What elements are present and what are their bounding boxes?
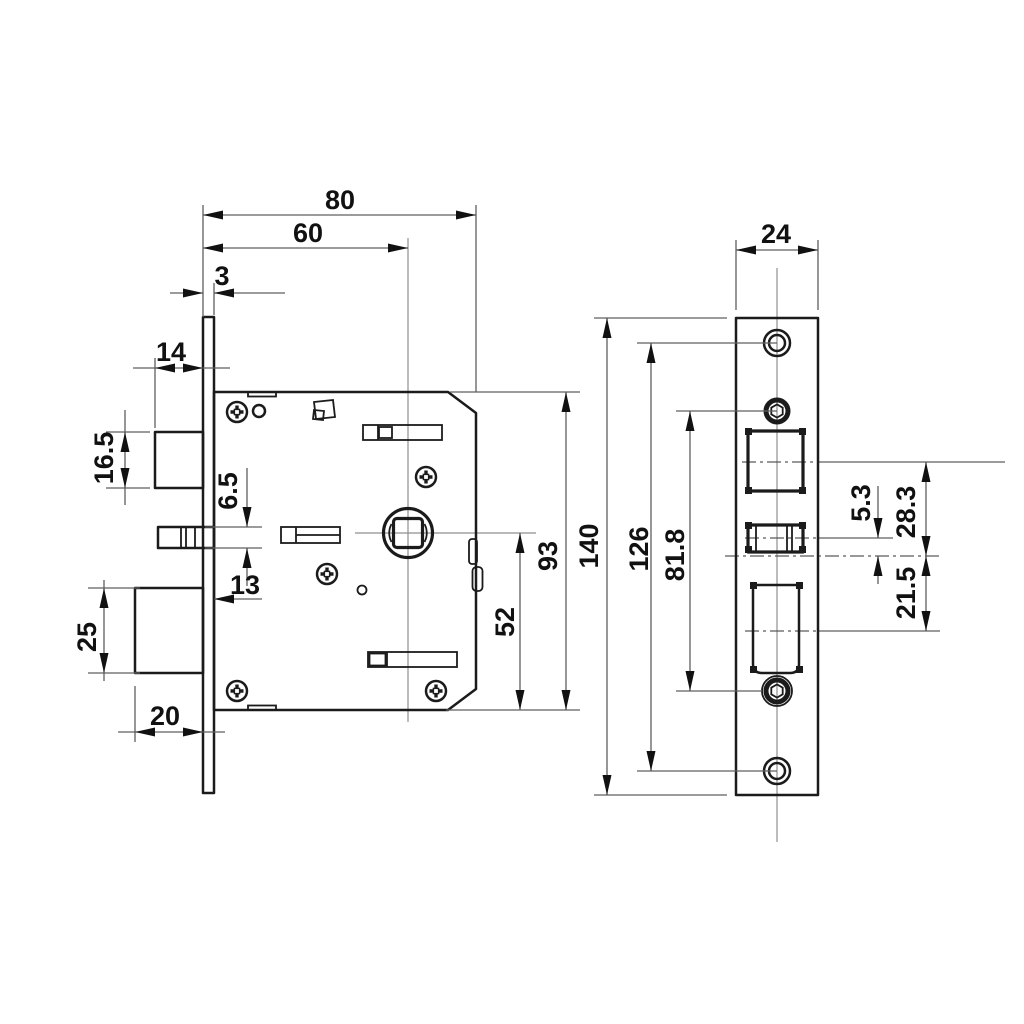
dim-total-width: 80 (202, 185, 477, 392)
case-bottom-tab (247, 704, 277, 711)
dim-deadbolt-projection: 20 (118, 686, 225, 742)
dim-axis-to-deadbolt: 21.5 (891, 556, 931, 631)
latch-bolt (153, 430, 205, 490)
slot-top (362, 424, 443, 441)
dim-faceplate-width: 24 (735, 219, 819, 310)
spindle-hub (381, 506, 435, 560)
case-screw-center (414, 465, 438, 489)
dim-label-5.3: 5.3 (846, 484, 876, 522)
dim-label-20: 20 (150, 701, 180, 731)
stop-tab-part (312, 399, 337, 421)
edge-stop-bump (471, 566, 484, 592)
faceplate-side (201, 315, 216, 795)
dim-label-6.5: 6.5 (213, 472, 243, 510)
dim-label-13: 13 (230, 570, 260, 600)
dim-label-3: 3 (214, 261, 229, 291)
dim-latchbolt-height: 16.5 (89, 410, 150, 505)
dim-label-52: 52 (490, 607, 520, 637)
dim-hex-screw-spacing: 81.8 (660, 410, 777, 692)
dim-label-16.5: 16.5 (89, 432, 119, 485)
dim-case-height: 93 (446, 391, 580, 711)
dim-backset: 60 (203, 218, 408, 253)
deadlatch-opening (745, 522, 806, 554)
dim-label-140: 140 (574, 523, 604, 568)
dim-label-80: 80 (325, 185, 355, 215)
case-screw-bottom-right (424, 679, 448, 703)
latch-opening (745, 428, 806, 494)
dim-label-126: 126 (624, 526, 654, 571)
dim-fixing-hole-spacing: 126 (624, 342, 777, 772)
dim-label-28.3: 28.3 (891, 486, 921, 539)
lock-case (212, 390, 478, 712)
front-view: 24 140 126 81.8 28.3 2 (574, 219, 1005, 842)
dim-label-81.8: 81.8 (660, 529, 690, 582)
deadbolt (133, 586, 205, 675)
dim-latchbolt-projection: 14 (133, 337, 230, 428)
deadbolt-opening (750, 582, 803, 675)
case-screw-top-left (225, 400, 249, 424)
dim-label-21.5: 21.5 (891, 567, 921, 620)
dim-faceplate-thickness: 3 (170, 261, 285, 315)
dim-deadlatch-height: 6.5 (205, 468, 262, 586)
pin-center (356, 584, 368, 596)
dim-faceplate-height: 140 (574, 317, 727, 796)
case-top-tab (247, 391, 277, 398)
case-screw-middle (315, 562, 339, 586)
dim-label-93: 93 (533, 541, 563, 571)
dim-label-25: 25 (72, 622, 102, 652)
slot-middle (280, 526, 341, 544)
dim-deadlatch-offset: 5.3 (846, 484, 883, 584)
side-view: 80 60 3 14 16.5 (72, 185, 580, 795)
dim-axis-to-bottom: 52 (490, 533, 525, 710)
dim-label-14: 14 (156, 337, 186, 367)
deadlatch-bolt (156, 525, 216, 550)
dim-label-60: 60 (293, 218, 323, 248)
pin-top (251, 403, 267, 419)
edge-stop-slot (468, 538, 478, 565)
slot-bottom (367, 651, 458, 668)
faceplate-front (734, 316, 820, 797)
dim-label-24: 24 (761, 219, 791, 249)
dim-deadlatch-projection: 13 (214, 570, 262, 604)
dim-deadbolt-height: 25 (72, 580, 140, 681)
dim-latch-to-axis: 28.3 (891, 462, 931, 631)
case-screw-bottom-left (225, 679, 249, 703)
